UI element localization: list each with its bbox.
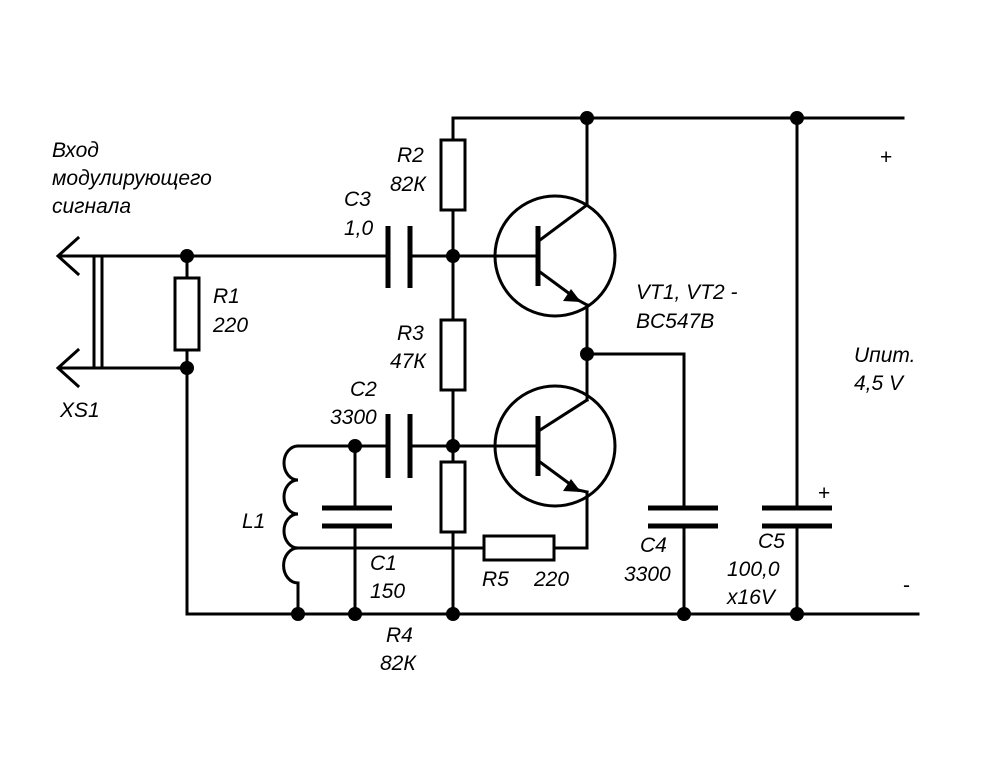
r4-name: R4 — [386, 624, 413, 647]
transistor-vt1 — [493, 194, 617, 318]
supply-plus: + — [880, 146, 892, 169]
resistor-r1 — [173, 276, 201, 352]
c4-value: 3300 — [624, 563, 671, 586]
c4-name: C4 — [640, 534, 667, 557]
resistor-r2 — [439, 138, 467, 212]
c2-name: C2 — [350, 378, 377, 401]
l1-name: L1 — [242, 510, 265, 533]
capacitor-c4 — [648, 505, 718, 529]
r2-name: R2 — [397, 144, 424, 167]
r1-value: 220 — [212, 314, 248, 337]
supply-label: Uпит. — [854, 344, 916, 367]
c5-rating: x16V — [726, 586, 777, 609]
input-label-line3: сигнала — [52, 195, 131, 218]
capacitor-c5 — [762, 505, 832, 529]
c1-name: C1 — [370, 552, 397, 575]
c3-value: 1,0 — [344, 217, 374, 240]
c5-polarity: + — [818, 482, 830, 505]
supply-voltage: 4,5 V — [854, 372, 905, 395]
r4-value: 82К — [380, 652, 417, 675]
supply-minus: - — [903, 574, 910, 597]
labels: Вход модулирующего сигнала XS1 R1 220 R2… — [52, 139, 916, 675]
capacitor-c2 — [385, 414, 413, 478]
connector-xs1 — [92, 254, 104, 370]
c2-value: 3300 — [330, 406, 377, 429]
r1-name: R1 — [213, 285, 240, 308]
input-label-line1: Вход — [52, 139, 99, 162]
capacitor-c3 — [385, 226, 413, 288]
junction-dots — [180, 111, 804, 621]
r3-name: R3 — [397, 322, 424, 345]
connector-label: XS1 — [59, 399, 100, 422]
transistor-vt2 — [493, 384, 617, 508]
r5-name: R5 — [482, 568, 509, 591]
r2-value: 82К — [390, 173, 427, 196]
c3-name: C3 — [344, 188, 371, 211]
inductor-l1 — [282, 444, 300, 585]
wires — [55, 116, 920, 616]
transistor-label-line2: BC547B — [636, 310, 714, 333]
resistor-r3 — [439, 318, 467, 392]
c5-value: 100,0 — [727, 558, 780, 581]
input-label-line2: модулирующего — [52, 167, 212, 190]
transistor-label-line1: VT1, VT2 - — [636, 281, 738, 304]
c5-name: C5 — [758, 530, 785, 553]
resistor-r5 — [482, 534, 556, 562]
capacitor-c1 — [322, 505, 392, 529]
c1-value: 150 — [370, 580, 405, 603]
r3-value: 47К — [390, 350, 427, 373]
resistor-r4 — [439, 460, 467, 534]
r5-value: 220 — [533, 568, 569, 591]
